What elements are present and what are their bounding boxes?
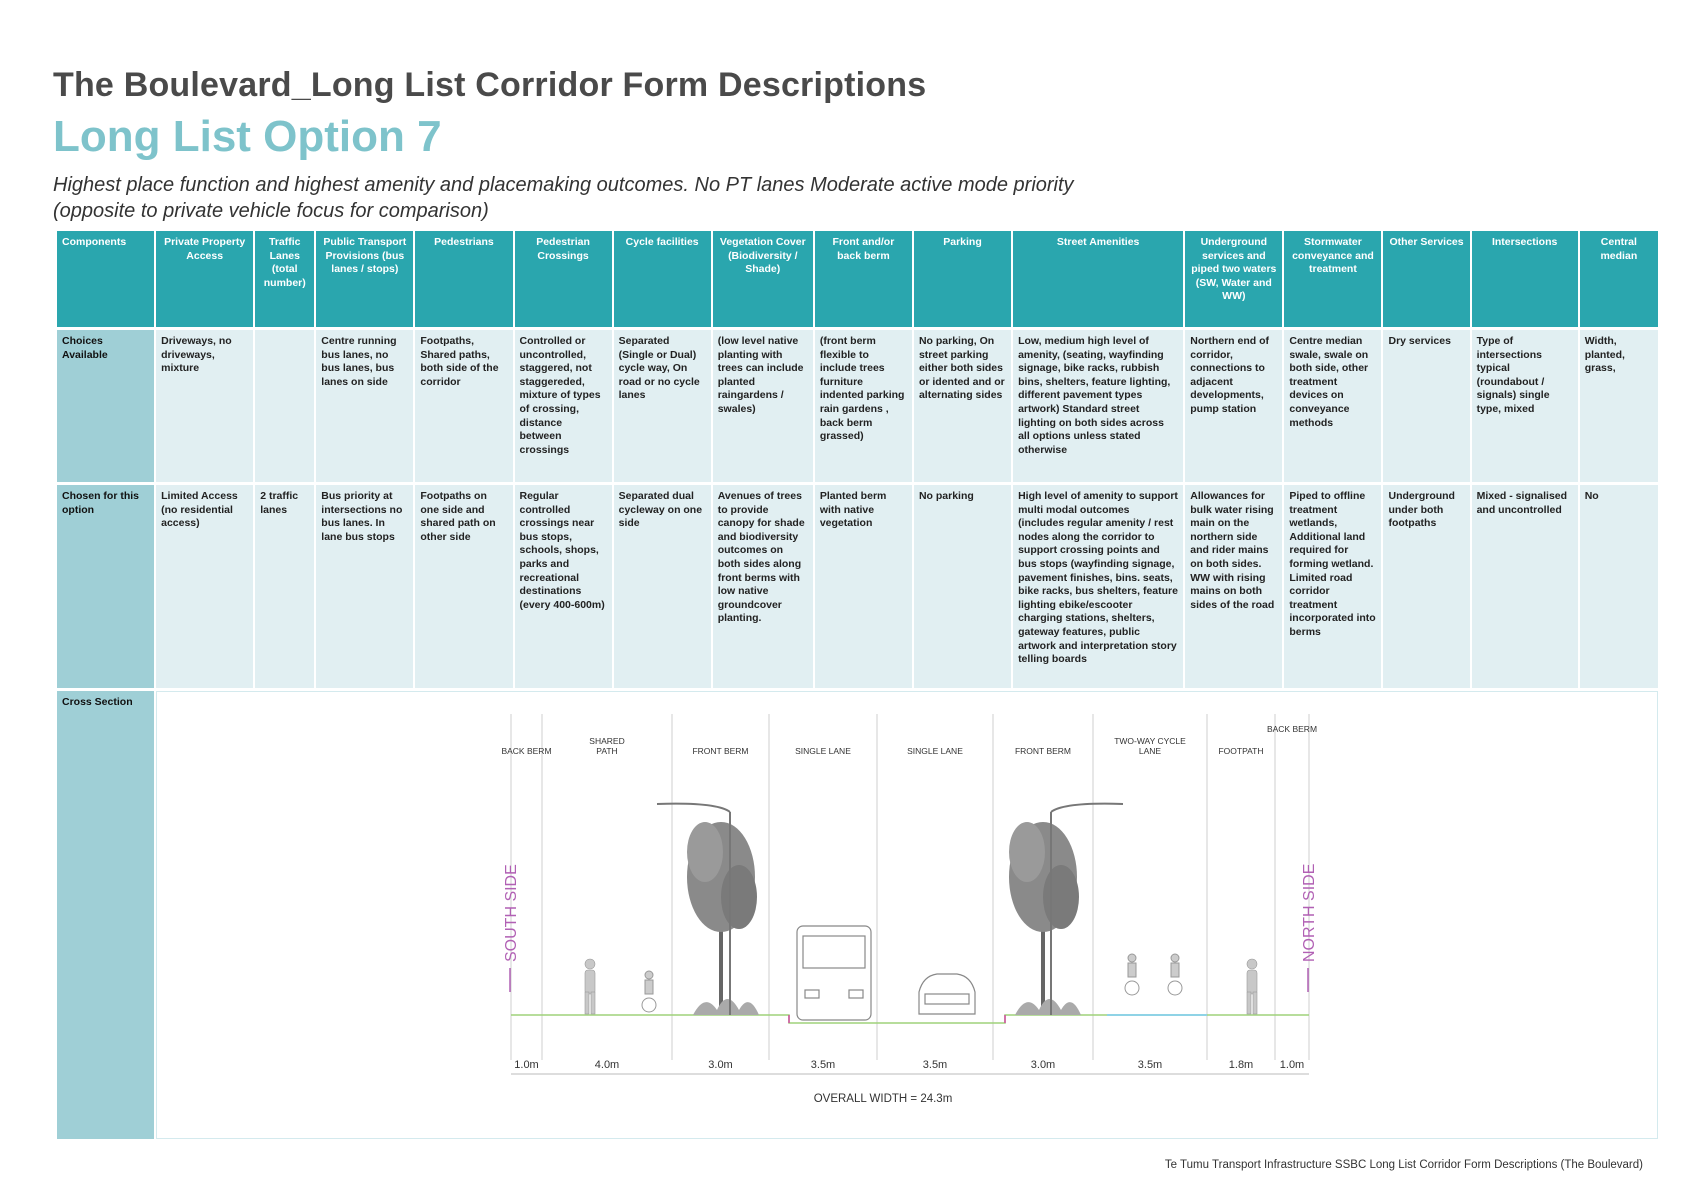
table-cell xyxy=(255,330,315,485)
zone-dividers xyxy=(510,714,1310,1060)
header-street-amenities: Street Amenities xyxy=(1013,231,1184,330)
zone-label: SINGLE LANE xyxy=(795,746,851,756)
zone-label: FRONT BERM xyxy=(693,746,749,756)
cross-section-diagram: SOUTH SIDE NORTH SIDE BACK BERM 1.0m SHARE… xyxy=(502,714,1318,1105)
option-description: Highest place function and highest ameni… xyxy=(53,174,1074,222)
zone-width-label: 3.5m xyxy=(1138,1059,1162,1071)
table-cell: Limited Access (no residential access) xyxy=(156,485,254,691)
table-cell: Regular controlled crossings near bus st… xyxy=(514,485,612,691)
zone-label: BACK BERM xyxy=(1267,724,1317,734)
zone-width-label: 3.0m xyxy=(708,1059,732,1071)
north-side-label: NORTH SIDE xyxy=(1301,864,1318,962)
car-icon xyxy=(918,973,976,1015)
cross-section-figures xyxy=(511,802,1310,1024)
table-cell: Low, medium high level of amenity, (seat… xyxy=(1013,330,1184,485)
table-cell: No xyxy=(1579,485,1658,691)
tree-icon xyxy=(687,822,760,1015)
ground-line xyxy=(511,1014,1310,1024)
row-label-chosen: Chosen for this option xyxy=(57,485,155,691)
cyclist-icon xyxy=(641,970,657,1013)
zone-width-label: 1.8m xyxy=(1229,1059,1253,1071)
overall-width-label: OVERALL WIDTH = 24.3m xyxy=(814,1093,953,1105)
header-components: Components xyxy=(57,231,155,330)
table-cell: Centre running bus lanes, no bus lanes, … xyxy=(316,330,414,485)
table-row-choices: Choices Available Driveways, no driveway… xyxy=(57,330,1658,485)
table-cell: No parking, On street parking either bot… xyxy=(913,330,1012,485)
row-label-cross-section: Cross Section xyxy=(57,691,155,1139)
table-cell: High level of amenity to support multi m… xyxy=(1013,485,1184,691)
table-cell: Centre median swale, swale on both side,… xyxy=(1284,330,1382,485)
table-cell: (front berm flexible to include trees fu… xyxy=(814,330,912,485)
header-berm: Front and/or back berm xyxy=(814,231,912,330)
corridor-form-table: Components Private Property Access Traff… xyxy=(55,231,1660,1139)
zone-label: BACK BERM xyxy=(502,746,552,756)
table-cell: 2 traffic lanes xyxy=(255,485,315,691)
zone-label: FOOTPATH xyxy=(1219,746,1264,756)
header-public-transport: Public Transport Provisions (bus lanes /… xyxy=(316,231,414,330)
header-cycle-facilities: Cycle facilities xyxy=(613,231,711,330)
table-header-row: Components Private Property Access Traff… xyxy=(57,231,1658,330)
south-side-label: SOUTH SIDE xyxy=(503,864,520,962)
header-private-property-access: Private Property Access xyxy=(156,231,254,330)
bus-icon xyxy=(796,925,872,1021)
header-vegetation-cover: Vegetation Cover (Biodiversity / Shade) xyxy=(712,231,813,330)
table-cell: Width, planted, grass, xyxy=(1579,330,1658,485)
pedestrian-icon xyxy=(1246,958,1258,1015)
header-stormwater: Stormwater conveyance and treatment xyxy=(1284,231,1382,330)
south-side-marker: SOUTH SIDE xyxy=(503,864,520,992)
pedestrian-icon xyxy=(584,958,596,1015)
zone-label: SINGLE LANE xyxy=(907,746,963,756)
table-cell: Separated dual cycleway on one side xyxy=(613,485,711,691)
table-cell: Footpaths on one side and shared path on… xyxy=(415,485,513,691)
cyclist-icon xyxy=(1167,953,1183,996)
cross-section-cell: SOUTH SIDE NORTH SIDE BACK BERM 1.0m SHARE… xyxy=(156,691,1658,1139)
table-cell: Dry services xyxy=(1383,330,1470,485)
header-other-services: Other Services xyxy=(1383,231,1470,330)
zone-label: FRONT BERM xyxy=(1015,746,1071,756)
zone-width-label: 1.0m xyxy=(514,1059,538,1071)
header-central-median: Central median xyxy=(1579,231,1658,330)
tree-icon xyxy=(1009,822,1082,1015)
north-side-marker: NORTH SIDE xyxy=(1301,864,1318,992)
zone-width-label: 3.5m xyxy=(923,1059,947,1071)
table-cell: Northern end of corridor, connections to… xyxy=(1185,330,1283,485)
table-row-cross-section: Cross Section xyxy=(57,691,1658,1139)
page-subtitle: Long List Option 7 xyxy=(53,112,442,161)
table-cell: Driveways, no driveways, mixture xyxy=(156,330,254,485)
table-cell: No parking xyxy=(913,485,1012,691)
table-cell: Avenues of trees to provide canopy for s… xyxy=(712,485,813,691)
zone-width-label: 4.0m xyxy=(595,1059,619,1071)
header-pedestrian-crossings: Pedestrian Crossings xyxy=(514,231,612,330)
header-parking: Parking xyxy=(913,231,1012,330)
table-cell: Mixed - signalised and uncontrolled xyxy=(1471,485,1578,691)
table-cell: Type of intersections typical (roundabou… xyxy=(1471,330,1578,485)
table-row-chosen: Chosen for this option Limited Access (n… xyxy=(57,485,1658,691)
table-cell: Underground under both footpaths xyxy=(1383,485,1470,691)
table-cell: Footpaths, Shared paths, both side of th… xyxy=(415,330,513,485)
page-footer: Te Tumu Transport Infrastructure SSBC Lo… xyxy=(1164,1159,1643,1171)
table-cell: Controlled or uncontrolled, staggered, n… xyxy=(514,330,612,485)
row-label-choices: Choices Available xyxy=(57,330,155,485)
street-light-icon xyxy=(1050,802,1124,1015)
table-cell: Planted berm with native vegetation xyxy=(814,485,912,691)
table-cell: Bus priority at intersections no bus lan… xyxy=(316,485,414,691)
header-pedestrians: Pedestrians xyxy=(415,231,513,330)
cyclist-icon xyxy=(1124,953,1140,996)
table-cell: Separated (Single or Dual) cycle way, On… xyxy=(613,330,711,485)
street-light-icon xyxy=(657,802,732,1015)
zone-width-label: 3.0m xyxy=(1031,1059,1055,1071)
page-title: The Boulevard_Long List Corridor Form De… xyxy=(53,66,927,104)
header-intersections: Intersections xyxy=(1471,231,1578,330)
zone-width-label: 3.5m xyxy=(811,1059,835,1071)
zone-width-label: 1.0m xyxy=(1280,1059,1304,1071)
header-traffic-lanes: Traffic Lanes (total number) xyxy=(255,231,315,330)
table-cell: Allowances for bulk water rising main on… xyxy=(1185,485,1283,691)
table-cell: Piped to offline treatment wetlands, Add… xyxy=(1284,485,1382,691)
table-cell: (low level native planting with trees ca… xyxy=(712,330,813,485)
header-underground-services: Underground services and piped two water… xyxy=(1185,231,1283,330)
